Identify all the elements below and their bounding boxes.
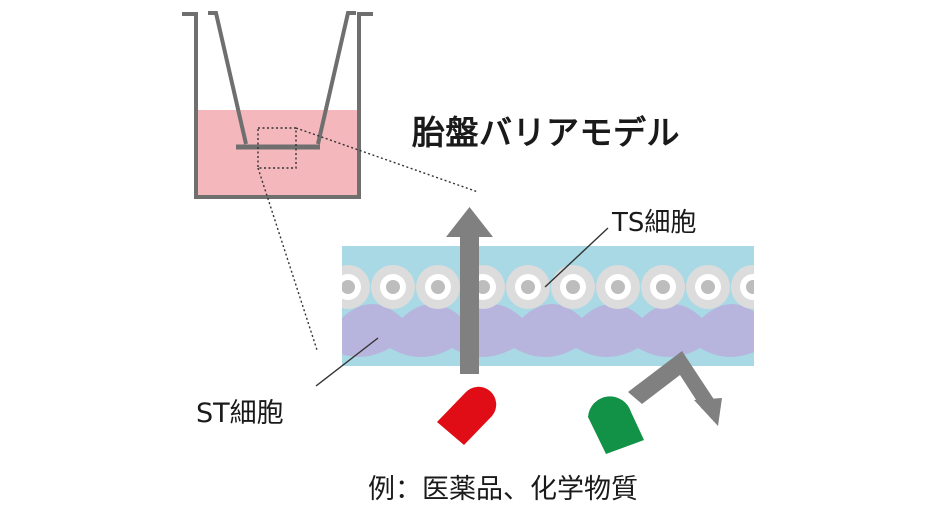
cell-nucleus-core — [656, 280, 670, 294]
cell-layer-band — [342, 246, 754, 366]
insert-right-wall — [316, 11, 356, 145]
deflect-arrow-head — [694, 398, 722, 426]
red-compound-capsule — [437, 386, 497, 445]
arrow-head — [446, 207, 493, 237]
deflect-arrow — [628, 351, 722, 426]
ts-cell-label: TS細胞 — [612, 208, 697, 238]
ts-leader-line — [544, 227, 609, 288]
cell-nucleus-core — [476, 280, 490, 294]
st-cell-label: ST細胞 — [196, 398, 284, 429]
st-leader-line — [315, 337, 379, 387]
cell-nucleus-core — [746, 280, 754, 294]
insert-left-wall — [208, 11, 248, 145]
st-layer — [342, 304, 754, 357]
zoom-indicator — [257, 127, 479, 351]
zoom-line-left — [257, 167, 318, 351]
zoom-line-right — [295, 127, 479, 193]
transwell-vessel — [182, 11, 373, 199]
cell-nucleus-core — [342, 280, 355, 294]
ts-cells — [342, 265, 754, 309]
green-compound-capsule — [588, 396, 644, 454]
cell-nucleus-core — [611, 280, 625, 294]
zoom-box — [257, 127, 297, 169]
cell-nucleus-core — [431, 280, 445, 294]
deflect-arrow-body — [628, 351, 715, 409]
cell-nucleus-core — [566, 280, 580, 294]
diagram-title: 胎盤バリアモデル — [412, 113, 680, 152]
culture-medium — [197, 110, 359, 195]
example-caption: 例：医薬品、化学物質 — [368, 474, 638, 505]
outer-well — [182, 12, 373, 199]
cell-nucleus-core — [701, 280, 715, 294]
transport-up-arrow — [446, 207, 493, 374]
cell-nucleus-core — [521, 280, 535, 294]
cell-nucleus-core — [386, 280, 400, 294]
arrow-shaft — [460, 234, 479, 374]
